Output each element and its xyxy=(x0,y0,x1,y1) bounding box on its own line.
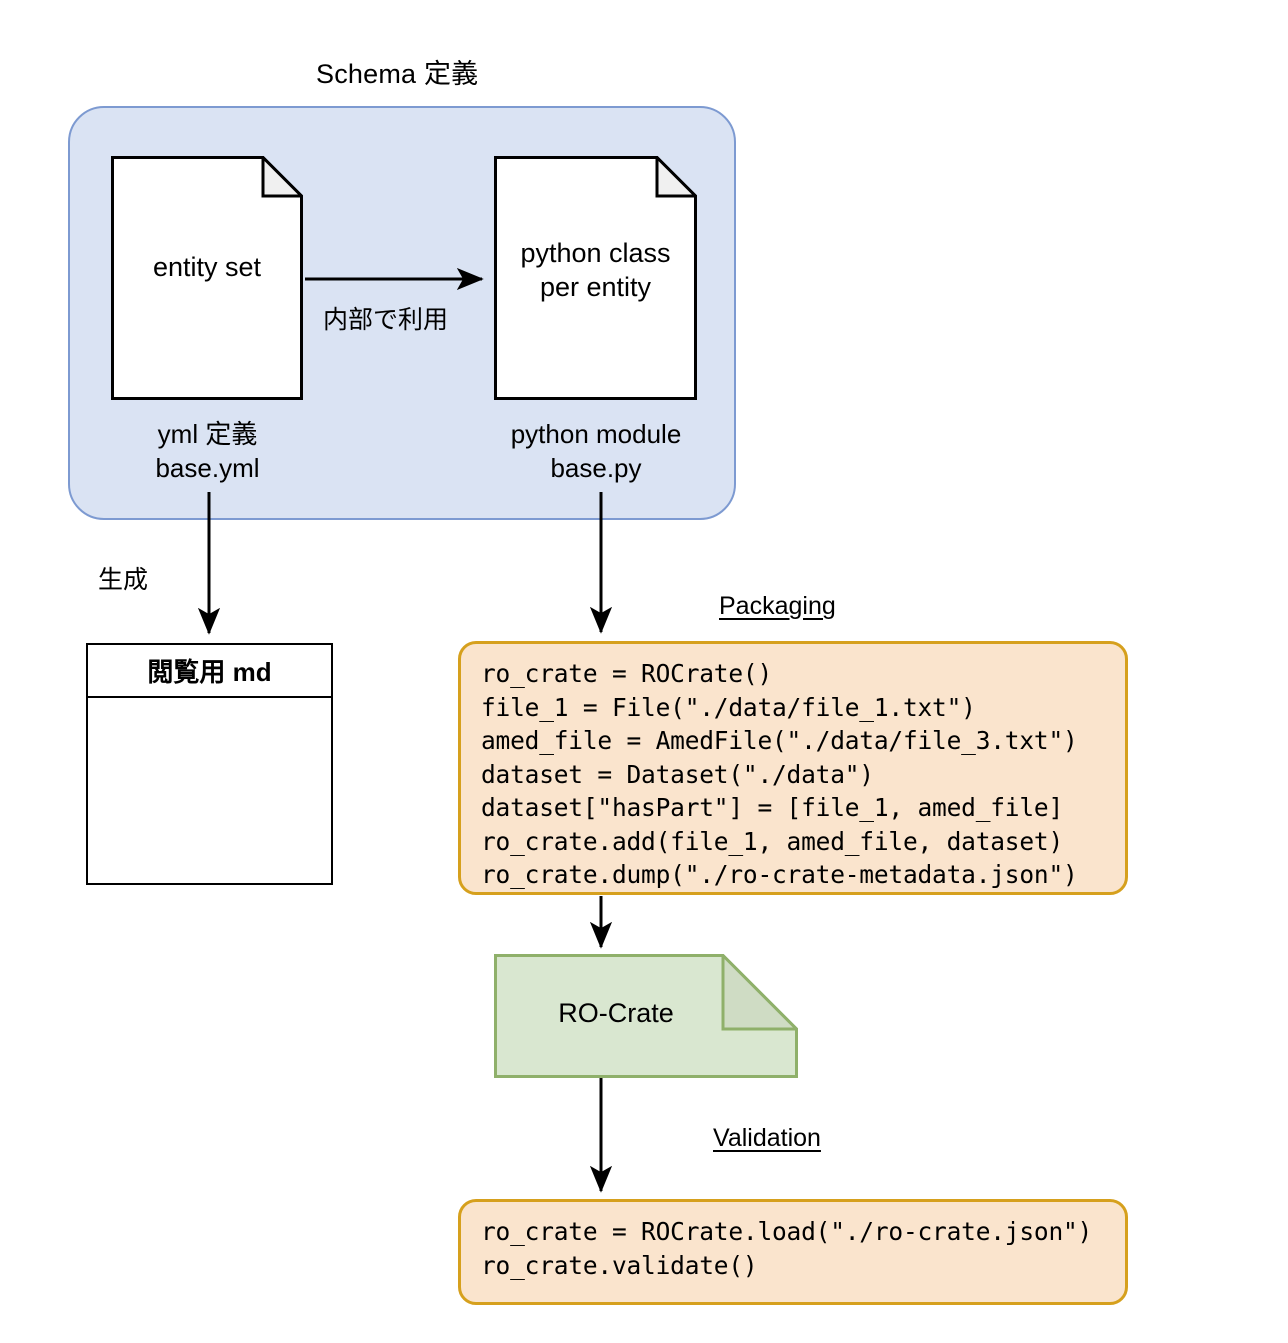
edge-label-internal-use: 内部で利用 xyxy=(323,306,449,334)
page-title: Schema 定義 xyxy=(316,59,479,89)
validation-code-block: ro_crate = ROCrate.load("./ro-crate.json… xyxy=(458,1199,1128,1305)
python-document-caption: python module base.py xyxy=(510,419,682,483)
md-output-body xyxy=(88,698,331,936)
yml-document: entity set xyxy=(111,156,303,400)
section-label-packaging: Packaging xyxy=(719,592,836,620)
md-output-header: 閲覧用 md xyxy=(88,645,331,698)
python-document: python class per entity xyxy=(494,156,697,400)
md-output-box: 閲覧用 md xyxy=(86,643,333,885)
yml-document-caption: yml 定義 base.yml xyxy=(155,419,260,483)
packaging-code-block: ro_crate = ROCrate() file_1 = File("./da… xyxy=(458,641,1128,895)
edge-label-generate: 生成 xyxy=(98,566,149,594)
python-document-label: python class per entity xyxy=(520,238,671,302)
rocrate-artifact: RO-Crate xyxy=(494,954,798,1078)
rocrate-artifact-label: RO-Crate xyxy=(558,998,674,1028)
yml-document-label: entity set xyxy=(152,252,262,282)
section-label-validation: Validation xyxy=(713,1124,821,1152)
